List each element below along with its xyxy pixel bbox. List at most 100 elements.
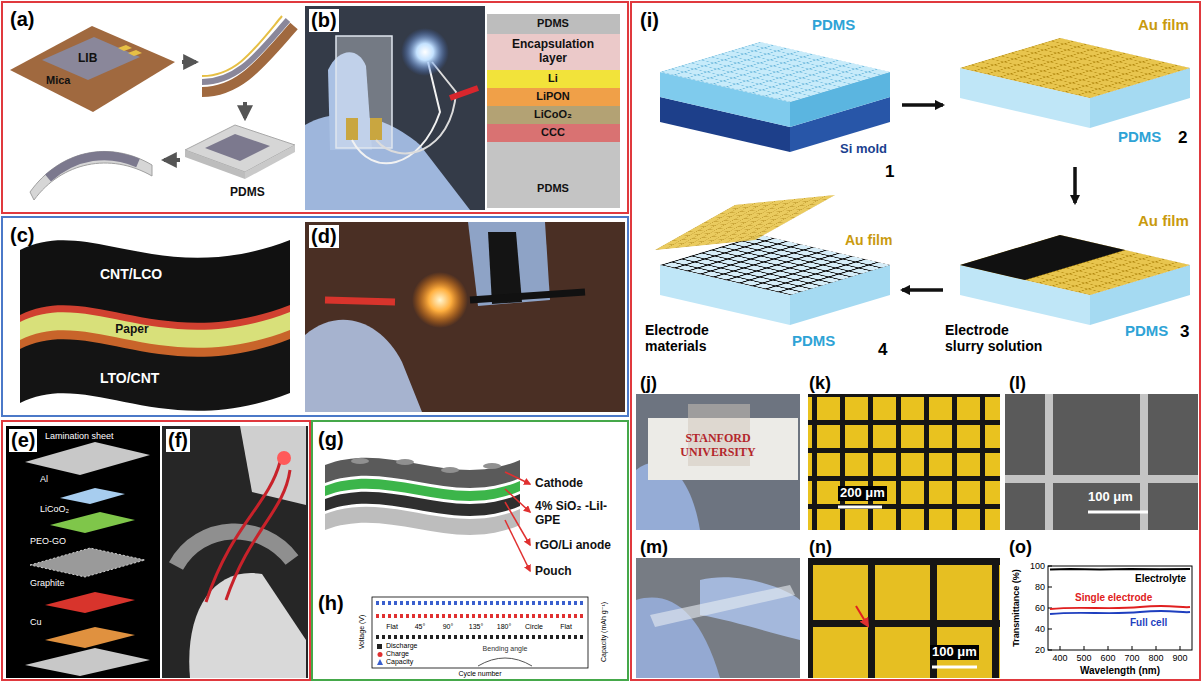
- panel-frame: [2, 421, 310, 680]
- pdms-block: [660, 42, 890, 102]
- process-arrow: [902, 288, 943, 292]
- flexible-cell-photo: [176, 531, 292, 566]
- battery-fabrication-illustration: [128, 50, 142, 56]
- electrode-block: [660, 235, 890, 325]
- figure-label: Wavelength (nm): [1080, 665, 1160, 677]
- battery-fabrication-illustration: [202, 20, 288, 82]
- cycling-chart: [377, 644, 382, 649]
- gold-coated-block: [960, 38, 1190, 98]
- exploded-cell-illustration: [50, 512, 135, 533]
- transparent-film-photo: [636, 394, 800, 530]
- exploded-cell-illustration: [45, 627, 135, 648]
- battery-fabrication-illustration: [185, 150, 245, 179]
- panel-label: (c): [10, 224, 34, 247]
- part-label: Au film: [1138, 212, 1189, 229]
- figure-label: Electrolyte: [1135, 573, 1186, 585]
- figure-label: PEO-GO: [30, 536, 66, 546]
- figure-label: 100: [1030, 561, 1045, 571]
- figure-label: Bending angle: [483, 645, 528, 653]
- figure-label: LiCoO₂: [40, 504, 69, 514]
- figure-label: Encapsulation layer: [503, 38, 603, 66]
- led-photo: [305, 6, 485, 210]
- figure-label: 40: [1035, 624, 1045, 634]
- led-photo: [305, 6, 485, 210]
- figure-label: Cathode: [535, 477, 583, 491]
- figure-label: Single electrode: [1075, 592, 1152, 604]
- panel-label: (i): [640, 9, 659, 32]
- figure-label: CNT/LCO: [100, 266, 162, 282]
- exploded-cell-illustration: [25, 442, 150, 475]
- figure-label: Capacity (mAh g⁻¹): [600, 602, 608, 662]
- figure-panel: (b)PDMSEncapsulation layerLiLiPONLiCoO₂C…: [305, 6, 625, 210]
- leader-arrow: [505, 502, 530, 545]
- grid-micrograph: [808, 558, 1000, 678]
- figure-label: Circle: [525, 623, 543, 631]
- part-label: Au film: [845, 232, 892, 248]
- led-photo: [336, 36, 392, 148]
- panel-label: (k): [809, 373, 831, 394]
- transmittance-chart: [1060, 646, 1180, 650]
- figure-label: 80: [1035, 582, 1045, 592]
- pouch-cell-illustration: [483, 463, 501, 469]
- part-label: Electrode slurry solution: [945, 322, 1045, 354]
- flexible-cell-photo: [162, 426, 308, 678]
- figure-label: STANFORD UNIVERSITY: [653, 432, 783, 460]
- figure-panel: (f): [162, 426, 308, 678]
- led-photo: [305, 222, 625, 412]
- panel-label: (o): [1009, 537, 1032, 558]
- transmittance-chart: [1048, 566, 1192, 650]
- figure-label: Discharge: [386, 642, 418, 650]
- figure-label: Li: [548, 72, 558, 85]
- figure-label: 135°: [469, 623, 483, 631]
- figure-panel: (d): [305, 222, 625, 412]
- led-photo: [346, 118, 358, 140]
- leader-arrow: [505, 520, 530, 571]
- figure-panel: (a)LIBMicaPDMS: [6, 6, 302, 210]
- paper-battery-illustration: [20, 240, 290, 411]
- panel-label: (l): [1009, 373, 1026, 394]
- cycling-chart: [372, 597, 588, 668]
- part-label: PDMS: [1125, 322, 1168, 339]
- led-photo: [412, 272, 468, 328]
- exploded-cell-illustration: [6, 426, 160, 678]
- figure-label: Transmittance (%): [1011, 569, 1021, 647]
- led-photo: [325, 300, 395, 302]
- figure-label: Lamination sheet: [45, 431, 114, 441]
- battery-fabrication-illustration: [30, 151, 152, 200]
- step-number: 3: [1180, 322, 1189, 342]
- battery-fabrication-illustration: [202, 16, 282, 76]
- figure-panel: (o)Transmittance (%)10080604020400500600…: [1005, 535, 1198, 680]
- figure-label: 90°: [443, 623, 454, 631]
- transmittance-chart: [1048, 566, 1192, 650]
- figure-panel: (e)Lamination sheetAlLiCoO₂PEO-GOGraphit…: [6, 426, 160, 678]
- figure-label: Cycle number: [458, 670, 501, 678]
- battery-fabrication-illustration: [10, 26, 175, 112]
- flexible-cell-photo: [277, 451, 291, 465]
- transparent-cell-photo: [636, 558, 800, 678]
- panel-label: (h): [318, 592, 344, 615]
- figure-label: LTO/CNT: [100, 370, 159, 386]
- figure-label: 900: [1172, 653, 1187, 663]
- flexible-cell-photo: [226, 470, 290, 600]
- grid-micrograph: [808, 558, 1000, 678]
- step-number: 1: [885, 162, 894, 182]
- figure-label: LiPON: [536, 90, 570, 103]
- pouch-cell-illustration: [351, 458, 369, 464]
- cycling-chart: [376, 601, 584, 605]
- cycling-chart: [478, 658, 532, 666]
- connector-layer: [902, 105, 1075, 290]
- pouch-cell-illustration: [441, 467, 459, 473]
- battery-fabrication-illustration: [245, 145, 295, 179]
- figure-label: Cu: [30, 617, 42, 627]
- sem-micrograph: [1005, 394, 1198, 530]
- grid-micrograph: [808, 394, 1000, 530]
- figure-label: Paper: [115, 323, 148, 337]
- panel-label: (e): [9, 429, 37, 452]
- panel-label: (a): [10, 8, 34, 31]
- battery-fabrication-illustration: [205, 134, 270, 161]
- peeled-gold-film: [655, 195, 835, 250]
- cycling-chart: [376, 614, 584, 618]
- part-label: Si mold: [840, 142, 887, 157]
